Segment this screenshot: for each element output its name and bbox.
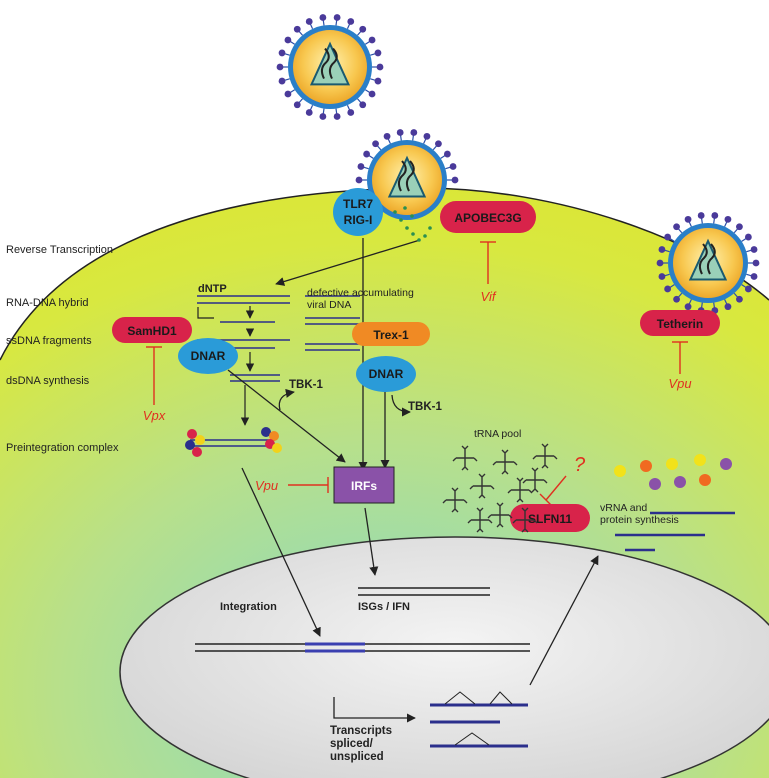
stage-ssdna-fragments: ssDNA fragments (6, 335, 92, 347)
trna-glyph (452, 445, 478, 471)
nucleus (119, 536, 769, 778)
unknown-factor-label: ? (574, 454, 586, 476)
trna-glyph (442, 487, 468, 513)
vrna-strands (615, 511, 735, 552)
tbk1-right: TBK-1 (408, 401, 442, 413)
stage-integration: Integration (220, 601, 277, 613)
isgs-label: ISGs / IFN (358, 601, 410, 613)
trna-glyph (492, 449, 518, 475)
defective-label-2: viral DNA (307, 299, 351, 311)
trna-glyph (507, 477, 533, 503)
dntp-label: dNTP (198, 283, 227, 295)
trna-glyph (522, 467, 548, 493)
tlr7-rig1: TLR7 RIG-I (333, 188, 383, 236)
svg-text:RIG-I: RIG-I (344, 213, 373, 227)
stage-dsdna-synthesis: dsDNA synthesis (6, 375, 90, 387)
stage-preintegration-complex: Preintegration complex (6, 442, 119, 454)
trna-pool-label: tRNA pool (474, 428, 521, 440)
defective-label-1: defective accumulating (307, 287, 414, 299)
virus-particle-budding (656, 212, 760, 314)
trna-glyph (467, 507, 493, 533)
viral-rna-fragments (393, 206, 432, 242)
samhd1: SamHD1 (112, 317, 192, 343)
virus-particle-free (276, 14, 384, 120)
svg-text:DNAR: DNAR (191, 349, 226, 363)
trna-glyph (532, 443, 558, 469)
svg-text:Trex-1: Trex-1 (373, 328, 409, 342)
slfn11: SLFN11 (510, 504, 590, 532)
trna-glyph (512, 507, 538, 533)
svg-text:IRFs: IRFs (351, 479, 377, 493)
svg-text:APOBEC3G: APOBEC3G (454, 211, 521, 225)
trna-glyph (469, 473, 495, 499)
inhibition-marks (146, 241, 688, 507)
dnar-left: DNAR (178, 338, 238, 374)
svg-text:SamHD1: SamHD1 (127, 324, 177, 338)
vpu-irfs-label: Vpu (255, 478, 278, 493)
vpu-tetherin-label: Vpu (668, 376, 691, 391)
apobec3g: APOBEC3G (440, 201, 536, 233)
transcripts-label-1: Transcripts (330, 725, 392, 737)
preintegration-complex-icon (185, 427, 282, 457)
irfs: IRFs (333, 466, 395, 504)
trex1: Trex-1 (352, 322, 430, 346)
isg-dna (358, 587, 490, 596)
vif-label: Vif (481, 289, 497, 304)
svg-text:Tetherin: Tetherin (657, 317, 703, 331)
vrna-label-1: vRNA and (600, 502, 647, 514)
virus-particle-entering (355, 129, 459, 220)
vpx-label: Vpx (143, 408, 166, 423)
stage-reverse-transcription: Reverse Transcription (6, 244, 113, 256)
protein-dots (614, 454, 732, 490)
trna-glyph (487, 502, 513, 528)
transcripts-label-2: spliced/ (330, 738, 374, 750)
svg-text:SLFN11: SLFN11 (528, 512, 572, 526)
svg-text:DNAR: DNAR (369, 367, 404, 381)
tetherin: Tetherin (640, 310, 720, 336)
tbk1-left: TBK-1 (289, 379, 323, 391)
stage-rna-dna-hybrid: RNA-DNA hybrid (6, 297, 89, 309)
transcripts-label-3: unspliced (330, 751, 384, 763)
host-chromosome (195, 642, 530, 653)
vrna-label-2: protein synthesis (600, 514, 679, 526)
dnar-right: DNAR (356, 356, 416, 392)
trna-pool (442, 443, 558, 533)
svg-text:TLR7: TLR7 (343, 197, 373, 211)
viral-transcripts (430, 703, 528, 748)
